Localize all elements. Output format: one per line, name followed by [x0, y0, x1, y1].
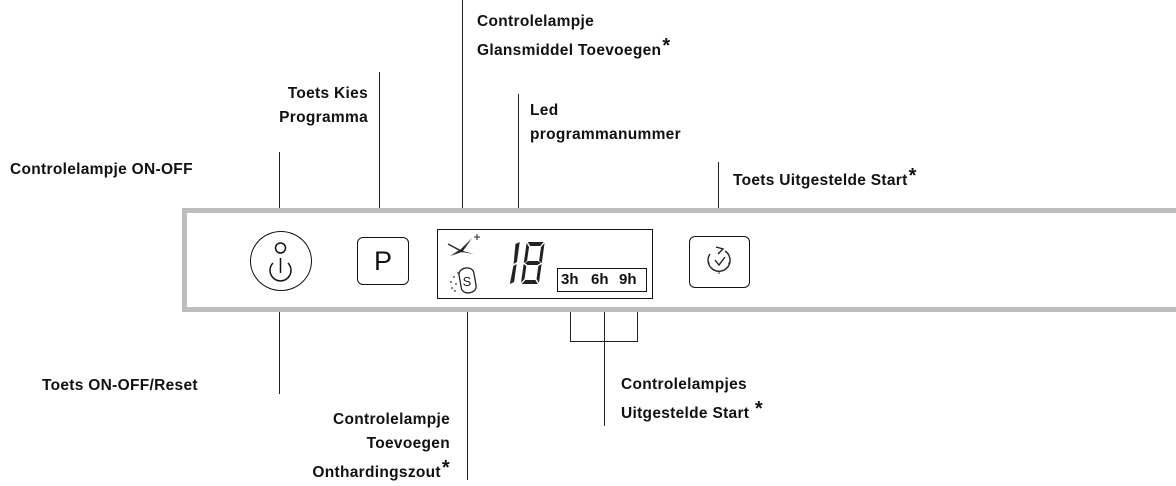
program-led-leader [518, 94, 520, 218]
delay-indicator-box: 3h 6h 9h [557, 268, 647, 292]
delayed-start-button-label: Toets Uitgestelde Start* [733, 165, 917, 189]
bracket-center [604, 296, 606, 426]
program-button[interactable]: P [357, 237, 409, 285]
on-off-lamp-leader [279, 152, 281, 224]
delay-3h: 3h [561, 271, 579, 288]
delayed-start-leader [718, 162, 720, 232]
program-led-label: Led programmanummer [530, 102, 681, 143]
display-window: S 18 [437, 229, 653, 299]
svg-text:S: S [463, 274, 472, 289]
control-panel [182, 208, 1176, 312]
salt-icon: S [450, 267, 477, 294]
program-button-label: P [373, 246, 392, 276]
clock-icon [707, 246, 731, 274]
sparkle-icon [447, 234, 480, 256]
delayed-start-lamps-label: Controlelampjes Uitgestelde Start * [621, 376, 763, 422]
rinse-aid-leader [462, 0, 464, 218]
on-off-reset-leader [279, 296, 281, 394]
salt-leader [467, 302, 469, 480]
program-select-label: Toets Kies Programma [279, 85, 368, 126]
bracket-right [637, 296, 639, 342]
delay-6h: 6h [591, 271, 609, 288]
program-select-leader [379, 72, 381, 218]
digit-display [509, 242, 545, 284]
delay-9h: 9h [619, 271, 637, 288]
bracket-left [570, 296, 572, 342]
on-off-lamp-label: Controlelampje ON-OFF [10, 161, 193, 178]
delayed-start-button[interactable] [689, 236, 750, 288]
led-indicator-icon [274, 242, 287, 254]
power-icon [269, 242, 292, 282]
rinse-aid-label: Controlelampje Glansmiddel Toevoegen* [477, 13, 671, 59]
salt-label: Controlelampje Toevoegen Onthardingszout… [312, 411, 450, 481]
bracket-bar [570, 341, 638, 343]
power-button[interactable] [250, 231, 312, 291]
on-off-reset-label: Toets ON-OFF/Reset [42, 377, 198, 394]
